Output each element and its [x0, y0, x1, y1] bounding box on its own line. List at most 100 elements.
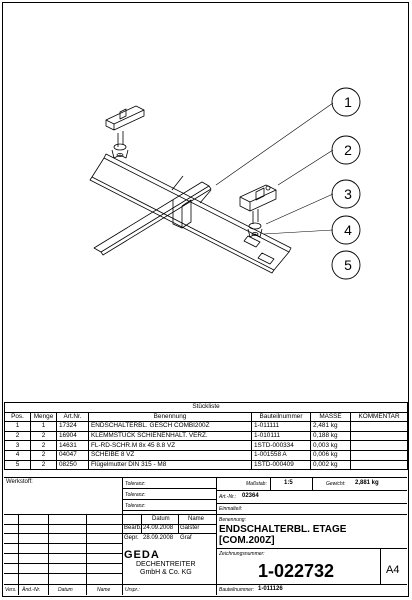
geda-logo: GEDA — [124, 549, 159, 561]
table-row: 1 1 17324 ENDSCHALTERBL. GESCH COMBI200Z… — [4, 421, 409, 432]
bearb-name: Galster — [180, 525, 200, 531]
gewicht-value: 2,881 kg — [355, 480, 379, 486]
rail-part-1 — [89, 153, 292, 274]
callout-circle-3 — [331, 179, 361, 209]
cell-bauteilnummer: 1STD-000334 — [251, 440, 311, 451]
benennung-label: Benennung: — [219, 517, 246, 523]
callout-label-1: 1 — [344, 94, 352, 110]
cell-menge: 2 — [30, 440, 57, 451]
massstab-label: Maßstab: — [246, 481, 267, 487]
gewicht-label: Gewicht: — [326, 481, 346, 487]
cell-bauteilnummer: 1-011111 — [251, 421, 311, 432]
gepr-date: 28.09.2008 — [143, 535, 174, 541]
cell-pos: 5 — [4, 459, 31, 471]
massstab-value: 1:5 — [284, 480, 293, 486]
artnr-label: Art.-Nr.: — [219, 494, 237, 500]
callout-label-4: 4 — [344, 222, 352, 238]
cell-menge: 2 — [30, 430, 57, 442]
cell-menge: 1 — [30, 421, 57, 432]
cell-masse: 0,188 kg — [310, 430, 351, 442]
table-row: 4 2 04047 SCHEIBE 8 VZ 1-001558 A 0,006 … — [4, 449, 409, 461]
bauteilnummer-value: 1-011126 — [258, 586, 283, 592]
callout-circle-5 — [331, 250, 361, 280]
rev-header-datum: Datum — [58, 587, 73, 593]
drawing-frame — [2, 2, 409, 597]
datum-header: Datum — [152, 516, 170, 522]
drawing-title-line2: [COM.200Z] — [219, 535, 275, 546]
cell-benennung: SCHEIBE 8 VZ — [88, 449, 252, 461]
parts-list-table: Stückliste Pos. Menge Art.Nr. Benennung … — [3, 402, 409, 471]
clamp-middle-right — [239, 184, 277, 238]
cell-bauteilnummer: 1-010111 — [251, 430, 311, 442]
drawing-number: 1-022732 — [258, 561, 335, 581]
company-name-line1: DECHENTREITER — [136, 561, 196, 568]
zeichnungsnummer-label: Zeichnungsnummer: — [219, 551, 265, 557]
leader-lines — [215, 102, 334, 235]
cell-artnr: 04047 — [56, 449, 89, 461]
cell-masse: 0,006 kg — [310, 449, 351, 461]
col-header-menge: Menge — [30, 411, 57, 423]
toleranz-label-1: Toleranz: — [125, 481, 146, 487]
cell-benennung: ENDSCHALTERBL. GESCH COMBI200Z — [88, 421, 252, 432]
cell-artnr: 16904 — [56, 430, 89, 442]
cell-artnr: 17324 — [56, 421, 89, 432]
cell-benennung: KLEMMSTÜCK SCHIENENHALT. VERZ. — [88, 430, 252, 442]
cell-bauteilnummer: 1-001558 A — [251, 449, 311, 461]
cell-artnr: 14631 — [56, 440, 89, 451]
col-header-benennung: Benennung — [88, 411, 252, 423]
cross-bar — [93, 181, 212, 256]
cell-pos: 3 — [4, 440, 31, 451]
parts-list-caption: Stückliste — [3, 402, 409, 413]
cell-masse: 2,481 kg — [310, 421, 351, 432]
cell-pos: 4 — [4, 449, 31, 461]
col-header-masse: MASSE — [310, 411, 351, 423]
parts-list-header-row: Pos. Menge Art.Nr. Benennung Bauteilnumm… — [4, 411, 409, 423]
cell-benennung: FL-RD-SCHR.M 8x 45 8.8 VZ — [88, 440, 252, 451]
gepr-name: Graf — [180, 535, 192, 541]
ursprung-label: Urspr.: — [125, 587, 140, 593]
table-row: 5 2 08250 Flügelmutter DIN 315 - M8 1STD… — [4, 459, 409, 471]
drawing-title-line1: ENDSCHALTERBL. ETAGE — [219, 524, 347, 535]
callout-label-5: 5 — [344, 257, 352, 273]
cell-pos: 2 — [4, 430, 31, 442]
col-header-kommentar: KOMMENTAR — [349, 411, 409, 423]
cell-bauteilnummer: 1STD-000409 — [251, 459, 311, 471]
rev-header-vers: Vers. — [5, 587, 17, 593]
callout-label-2: 2 — [344, 142, 352, 158]
assembly-drawing: 1 2 3 4 5 — [89, 87, 361, 280]
cell-masse: 0,003 kg — [310, 440, 351, 451]
cell-menge: 2 — [30, 449, 57, 461]
col-header-pos: Pos. — [4, 411, 31, 423]
cell-pos: 1 — [4, 421, 31, 432]
table-row: 3 2 14631 FL-RD-SCHR.M 8x 45 8.8 VZ 1STD… — [4, 440, 409, 451]
name-header: Name — [188, 516, 205, 522]
callout-circle-2 — [331, 135, 361, 165]
table-row: 2 2 16904 KLEMMSTÜCK SCHIENENHALT. VERZ.… — [4, 430, 409, 442]
rail-slot — [243, 235, 275, 265]
cell-kommentar — [349, 459, 409, 471]
callout-circle-1 — [331, 87, 361, 117]
gepr-label: Gepr. — [124, 535, 139, 541]
bearb-date: 24.09.2008 — [143, 525, 174, 531]
cell-artnr: 08250 — [56, 459, 89, 471]
callout-circle-4 — [331, 215, 361, 245]
col-header-bauteilnummer: Bauteilnummer — [251, 411, 311, 423]
rev-header-aend: Änd.-Nr. — [22, 587, 41, 593]
bearb-label: Bearb. — [124, 525, 142, 531]
werkstoff-label: Werkstoff: — [6, 479, 33, 485]
clamp-upper-left — [105, 105, 145, 159]
bauteilnummer-label: Bauteilnummer: — [219, 587, 255, 593]
callout-circles — [331, 87, 361, 280]
geda-logo-text: GEDA — [124, 549, 160, 561]
paper-format: A4 — [386, 564, 400, 576]
cell-kommentar — [349, 421, 409, 432]
artnr-value: 02364 — [242, 493, 259, 499]
cell-menge: 2 — [30, 459, 57, 471]
col-header-artnr: Art.Nr. — [56, 411, 89, 423]
einmalteil-label: Einmalteil: — [219, 506, 243, 512]
toleranz-label-3: Toleranz: — [125, 503, 146, 509]
toleranz-label-2: Toleranz: — [125, 492, 146, 498]
rev-header-name: Name — [97, 587, 111, 593]
cell-kommentar — [349, 440, 409, 451]
cell-kommentar — [349, 449, 409, 461]
